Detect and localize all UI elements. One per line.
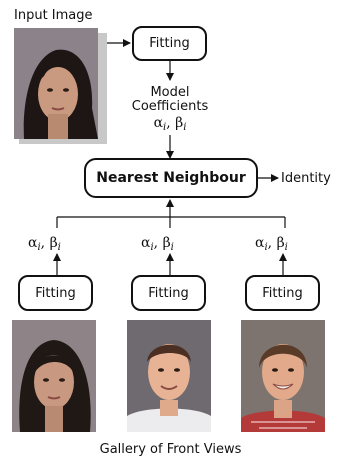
gallery-params-label-center: αi, βi [141, 235, 174, 253]
gallery-face-center-illustration [127, 320, 211, 432]
gallery-params-label-left: αi, βi [28, 235, 61, 253]
gallery-fitting-box-left: Fitting [18, 275, 93, 311]
gallery-fitting-box-right: Fitting [245, 275, 320, 311]
gallery-face-photo-center [127, 320, 211, 432]
identity-label: Identity [281, 171, 331, 186]
input-face-photo [14, 28, 98, 139]
gallery-face-photo-right [241, 320, 325, 432]
coefficients-label-line2: Coefficients [131, 99, 209, 114]
gallery-face-right-illustration [241, 320, 325, 432]
gallery-face-photo-left [12, 320, 96, 432]
input-image-title: Input Image [14, 8, 93, 23]
coefficients-label-line1: Model [150, 85, 190, 100]
gallery-fitting-box-center: Fitting [131, 275, 206, 311]
input-face-illustration [14, 28, 98, 139]
gallery-params-label-right: αi, βi [255, 235, 288, 253]
params-subscript: i [163, 122, 167, 133]
input-fitting-box: Fitting [132, 26, 207, 61]
params-subscript: i [183, 122, 187, 133]
gallery-face-left-illustration [12, 320, 96, 432]
gallery-caption: Gallery of Front Views [99, 442, 242, 457]
input-params-label: αi, βi [153, 115, 187, 133]
nearest-neighbour-box: Nearest Neighbour [84, 158, 258, 198]
